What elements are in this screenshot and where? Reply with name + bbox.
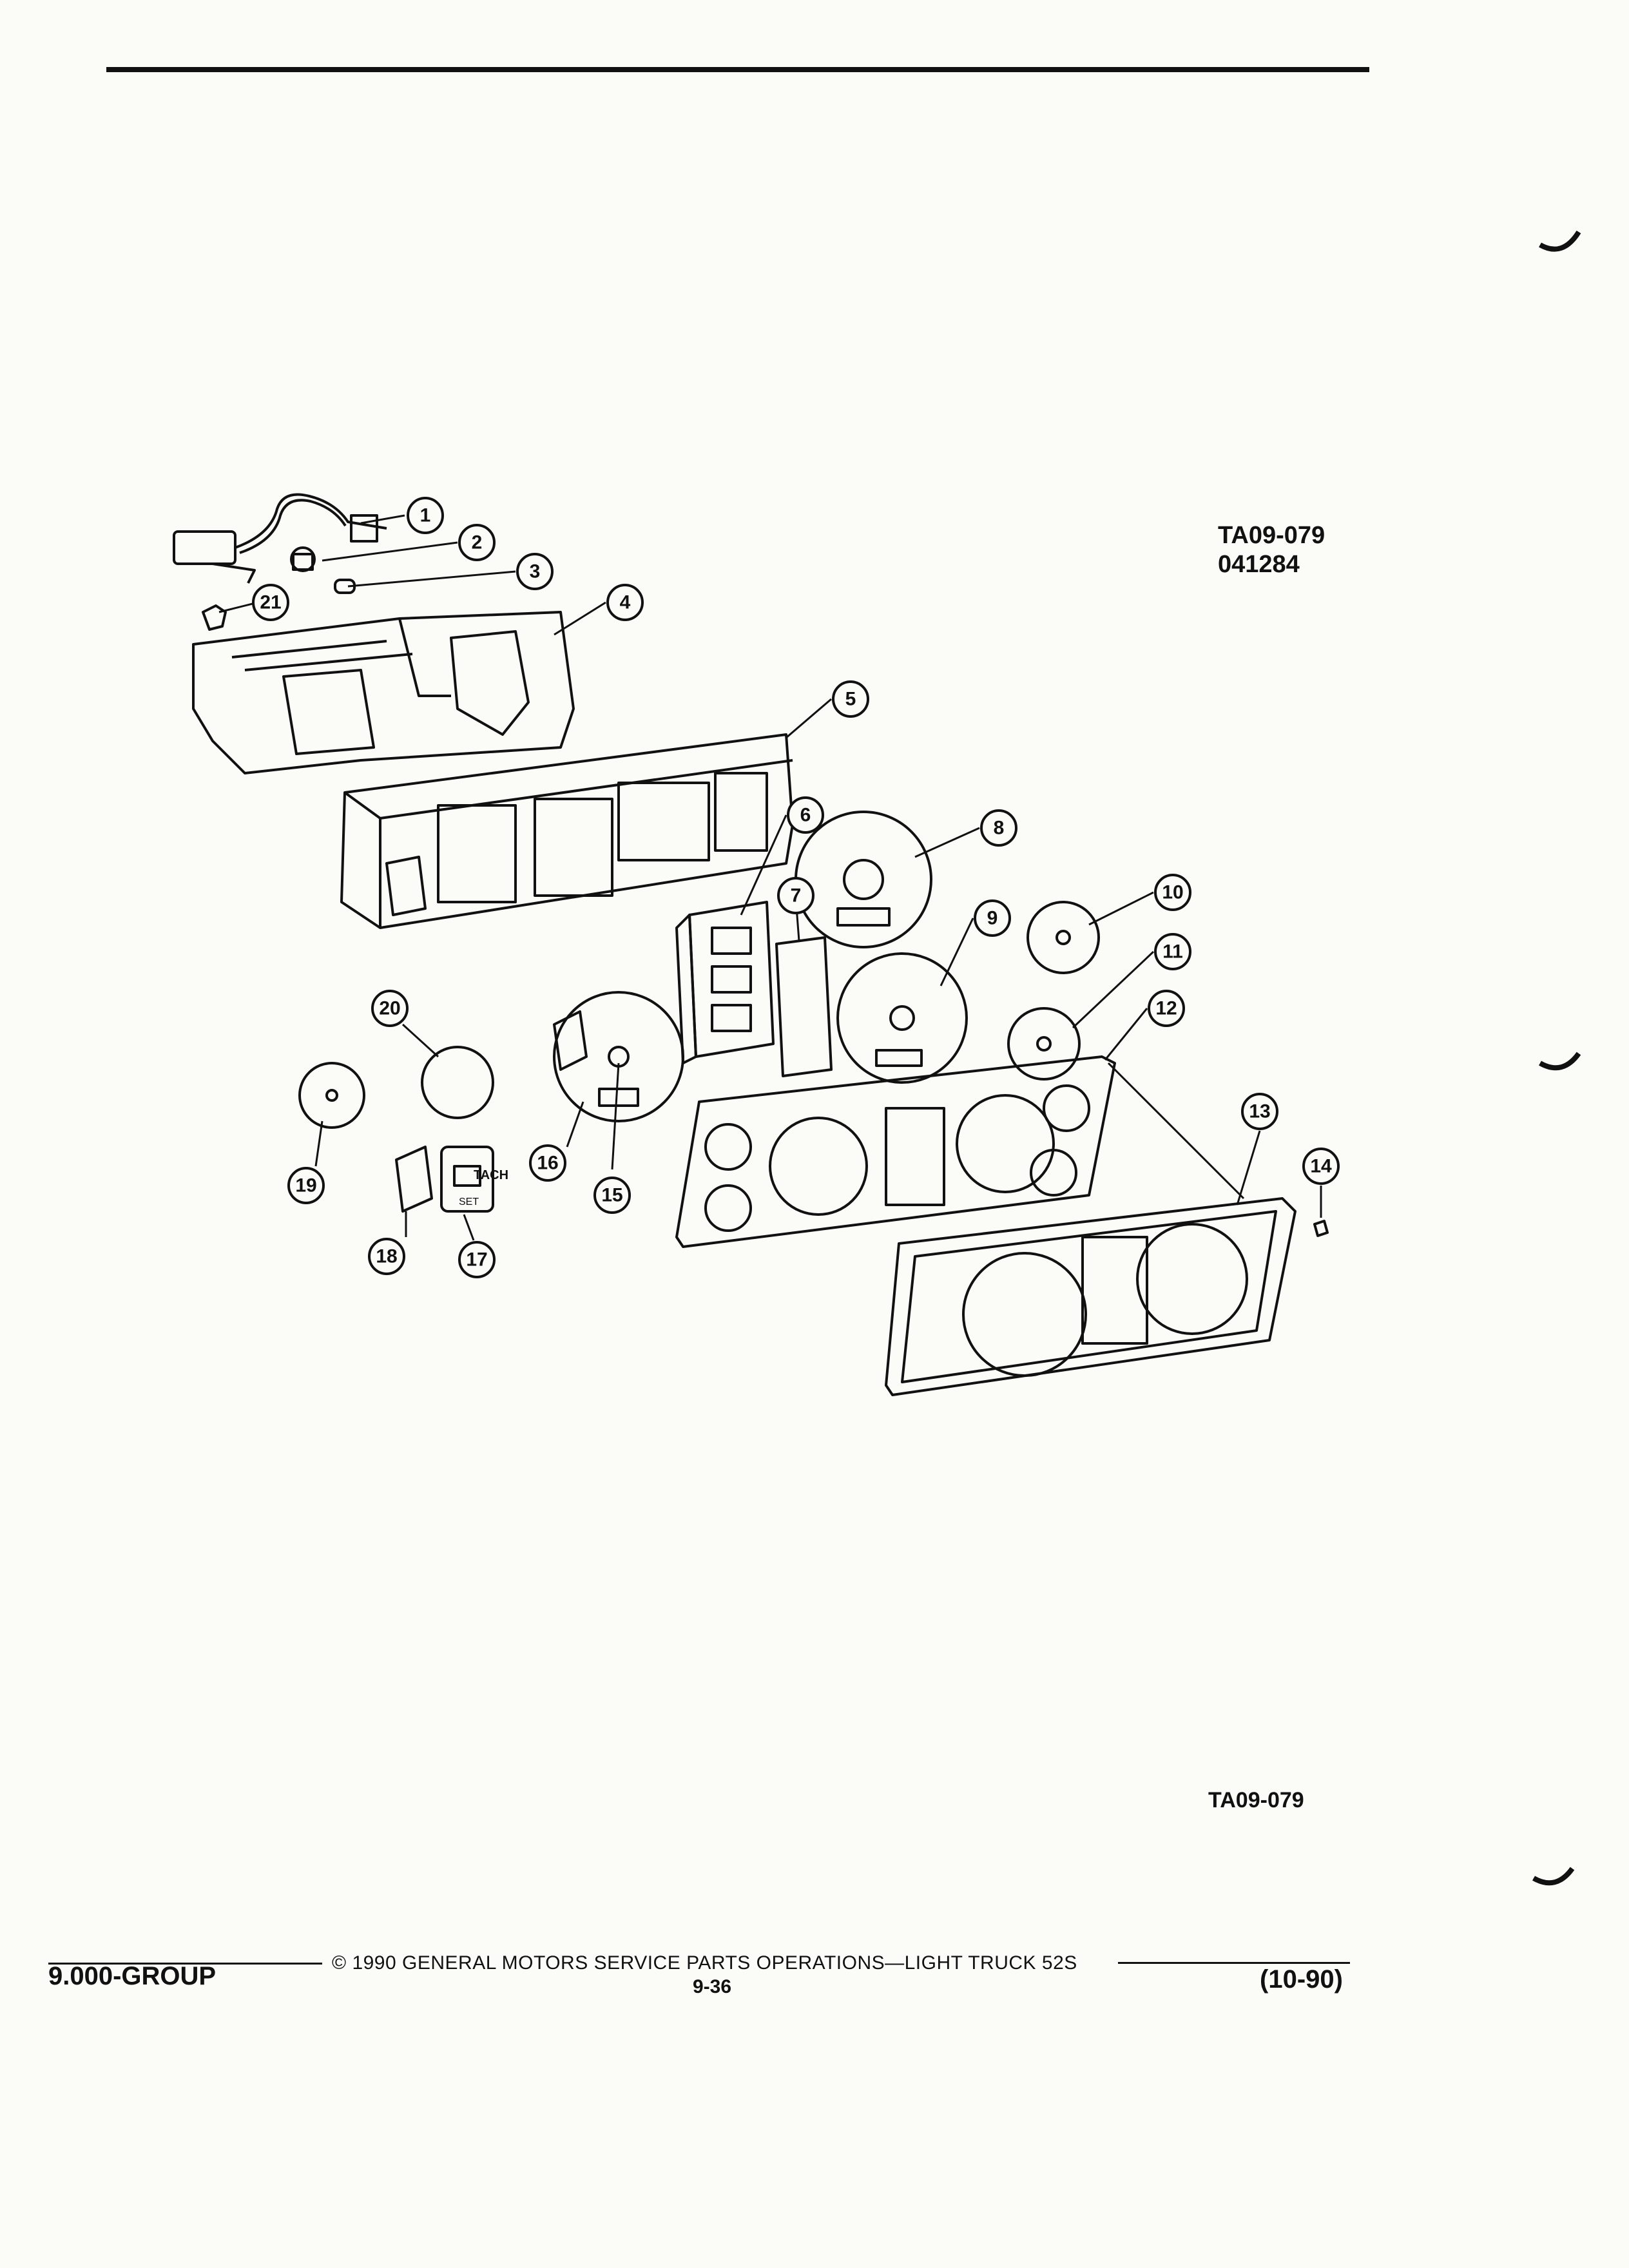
connector-block-part: [675, 901, 775, 1064]
callout-number-1: 1: [420, 505, 431, 526]
leader-lines: [218, 514, 1322, 1241]
footer-copyright: © 1990 GENERAL MOTORS SERVICE PARTS OPER…: [332, 1952, 1077, 1974]
figure-date-code: 041284: [1218, 551, 1300, 578]
callout-circle-14: [1302, 1148, 1340, 1185]
footer-page-number: 9-36: [693, 1976, 732, 1997]
callout-circle-1: [407, 497, 444, 534]
set-label: SET: [459, 1196, 479, 1207]
callout-circle-6: [787, 796, 824, 834]
callout-number-7: 7: [791, 885, 802, 907]
leader-line: [1107, 1062, 1245, 1200]
callout-number-4: 4: [620, 592, 631, 613]
callout-number-5: 5: [845, 689, 856, 710]
callout-circle-18: [368, 1238, 405, 1275]
lens-plate-part: [775, 936, 833, 1077]
wire-harness-part: [173, 493, 387, 584]
callout-number-8: 8: [994, 818, 1005, 839]
binder-mark-top: [1539, 230, 1581, 252]
callout-circle-12: [1148, 990, 1185, 1027]
callout-number-15: 15: [601, 1185, 622, 1206]
tach-label: TACH: [474, 1168, 508, 1182]
callout-number-2: 2: [472, 532, 483, 553]
footer-rule-left: [48, 1963, 322, 1965]
callout-circle-7: [777, 877, 815, 914]
callout-circle-21: [252, 584, 289, 621]
footer-revision: (10-90): [1260, 1965, 1343, 1994]
callout-number-13: 13: [1249, 1101, 1270, 1122]
callout-number-3: 3: [530, 561, 541, 582]
printed-circuit-part: [192, 611, 575, 774]
callout-circle-20: [371, 990, 409, 1027]
callout-circle-3: [516, 553, 554, 590]
callout-number-16: 16: [537, 1153, 558, 1174]
callout-number-21: 21: [260, 592, 281, 613]
screw-part: [1313, 1220, 1329, 1237]
callout-circle-11: [1154, 933, 1191, 970]
callout-circle-16: [529, 1144, 566, 1182]
footer-rule-right: [1118, 1962, 1350, 1964]
callout-circle-13: [1241, 1093, 1278, 1130]
callout-number-18: 18: [376, 1246, 397, 1267]
figure-code-top: TA09-079: [1218, 522, 1325, 549]
callout-number-17: 17: [466, 1249, 487, 1271]
callout-number-12: 12: [1155, 998, 1177, 1019]
callout-circle-17: [458, 1241, 496, 1278]
tachometer-part: [836, 952, 968, 1084]
callout-number-6: 6: [800, 805, 811, 826]
small-gauge-parts: [1007, 901, 1100, 1081]
callout-number-11: 11: [1162, 941, 1183, 963]
footer-group: 9.000-GROUP: [48, 1962, 217, 1990]
callout-circle-19: [287, 1167, 325, 1204]
callout-number-14: 14: [1310, 1156, 1332, 1177]
callout-number-9: 9: [987, 908, 998, 929]
speedometer-part: [795, 811, 932, 948]
auxiliary-gauge-parts: [298, 1046, 494, 1213]
callout-circle-9: [974, 899, 1011, 937]
gauge-labels: TACH SET: [459, 1168, 508, 1207]
callout-number-10: 10: [1162, 882, 1183, 903]
callout-circle-15: [593, 1177, 631, 1214]
binder-mark-bottom: [1532, 1867, 1575, 1886]
cluster-case-part: [340, 733, 794, 929]
callout-number-19: 19: [295, 1175, 316, 1196]
gauge-housing-part: [553, 991, 684, 1122]
callout-circle-2: [458, 524, 496, 561]
binder-mark-middle: [1539, 1052, 1581, 1071]
cluster-lens-part: [885, 1197, 1296, 1396]
top-rule: [106, 67, 1369, 72]
callout-number-20: 20: [379, 998, 400, 1019]
callout-circle-5: [832, 680, 869, 718]
figure-code-bottom: TA09-079: [1208, 1788, 1304, 1812]
callout-circle-8: [980, 809, 1017, 847]
callout-circle-10: [1154, 874, 1191, 911]
face-plate-part: [675, 1055, 1116, 1248]
callout-circle-4: [606, 584, 644, 621]
